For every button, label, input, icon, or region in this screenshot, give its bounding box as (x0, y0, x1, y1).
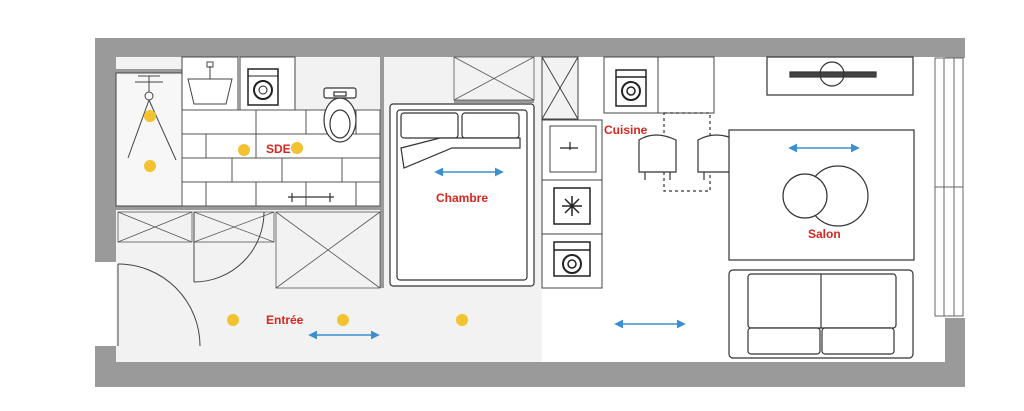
light-icon (144, 160, 156, 172)
light-icon (238, 144, 250, 156)
label-entree: Entrée (266, 313, 304, 327)
light-icon (291, 142, 303, 154)
label-cuisine: Cuisine (604, 123, 648, 137)
label-salon: Salon (808, 227, 841, 241)
oven-icon (553, 241, 591, 277)
toilet-icon (323, 87, 357, 143)
kitchen-sink-icon (560, 142, 578, 150)
fridge-icon (553, 187, 591, 225)
light-icon (337, 314, 349, 326)
light-icon (456, 314, 468, 326)
sofa (728, 269, 914, 359)
dishwasher-icon (615, 69, 647, 107)
window (934, 57, 964, 317)
bathroom (115, 56, 381, 207)
kitchen-counter (541, 56, 603, 289)
label-chambre: Chambre (436, 191, 488, 205)
entry-door (117, 211, 265, 347)
interior-walls (116, 57, 534, 288)
bar-stools (638, 112, 737, 192)
entry-closets (117, 56, 535, 289)
dimension-arrows (308, 143, 860, 340)
washing-machine-icon (247, 68, 279, 106)
bed (389, 103, 535, 287)
dishwasher (603, 56, 659, 114)
label-sde: SDE (266, 142, 291, 156)
towel-rail-icon (288, 193, 334, 202)
light-icon (227, 314, 239, 326)
room-labels: SDE Chambre Cuisine Salon Entrée (266, 123, 841, 327)
shower-head-icon (127, 75, 177, 161)
ceiling-lights (144, 110, 468, 326)
light-icon (144, 110, 156, 122)
sink-icon (187, 61, 233, 105)
tv-unit (766, 56, 914, 96)
